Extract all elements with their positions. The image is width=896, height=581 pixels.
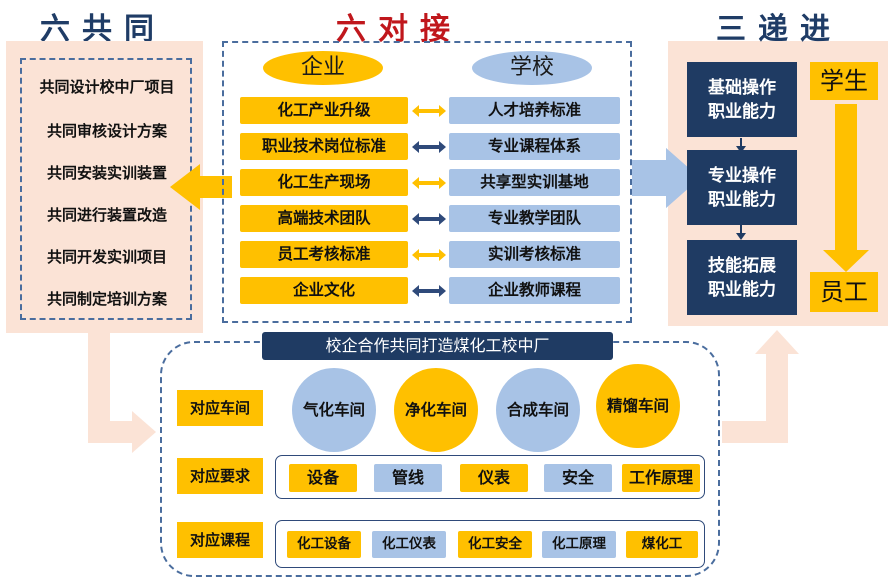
left-item-5: 共同开发实训项目 <box>46 248 167 266</box>
workshop-purification: 净化车间 <box>394 368 478 452</box>
double-arrow-3 <box>412 177 446 189</box>
school-item-6: 企业教师课程 <box>449 277 620 304</box>
left-item-1: 共同设计校中厂项目 <box>39 78 175 96</box>
course-coal-chem: 煤化工 <box>626 531 698 558</box>
req-principle: 工作原理 <box>622 464 700 492</box>
row-label-requirements: 对应要求 <box>177 458 263 494</box>
courses-box <box>275 520 705 568</box>
school-oval: 学校 <box>472 51 592 85</box>
course-chem-safety: 化工安全 <box>458 531 532 558</box>
double-arrow-2 <box>412 141 446 153</box>
student-to-employee-shaft <box>835 104 857 254</box>
school-item-1: 人才培养标准 <box>449 97 620 124</box>
left-connector-vertical <box>88 333 110 443</box>
enterprise-item-4: 高端技术团队 <box>240 205 408 232</box>
school-item-5: 实训考核标准 <box>449 241 620 268</box>
double-arrow-6 <box>412 285 446 297</box>
workshop-gasification: 气化车间 <box>292 368 376 452</box>
left-item-2: 共同审核设计方案 <box>46 122 167 140</box>
course-chem-equipment: 化工设备 <box>287 531 361 558</box>
blue-arrow-overlay <box>632 148 700 208</box>
enterprise-item-3: 化工生产现场 <box>240 169 408 196</box>
left-item-3: 共同安装实训装置 <box>46 164 167 182</box>
requirements-box <box>275 455 705 499</box>
enterprise-item-2: 职业技术岗位标准 <box>240 133 408 160</box>
enterprise-oval: 企业 <box>263 51 383 85</box>
enterprise-item-1: 化工产业升级 <box>240 97 408 124</box>
bottom-banner: 校企合作共同打造煤化工校中厂 <box>262 332 613 360</box>
req-safety: 安全 <box>544 464 612 492</box>
req-instrument: 仪表 <box>460 464 528 492</box>
arrow-down-1 <box>736 146 746 153</box>
left-item-6: 共同制定培训方案 <box>46 290 167 308</box>
row-label-workshops: 对应车间 <box>177 390 263 426</box>
ability-basic: 基础操作 职业能力 <box>687 62 797 137</box>
enterprise-item-5: 员工考核标准 <box>240 241 408 268</box>
row-label-courses: 对应课程 <box>177 522 263 558</box>
right-connector-arrowhead <box>755 330 799 354</box>
left-connector-arrowhead <box>132 411 156 453</box>
school-item-3: 共享型实训基地 <box>449 169 620 196</box>
workshop-synthesis: 合成车间 <box>496 368 580 452</box>
center-frame <box>222 41 632 323</box>
ability-extension: 技能拓展 职业能力 <box>687 240 797 315</box>
double-arrow-5 <box>412 249 446 261</box>
arrow-down-2 <box>736 233 746 240</box>
course-chem-instrument: 化工仪表 <box>372 531 446 558</box>
workshop-distillation: 精馏车间 <box>596 364 680 448</box>
title-three-progression: 三递进 <box>716 12 842 47</box>
school-item-4: 专业教学团队 <box>449 205 620 232</box>
req-equipment: 设备 <box>289 464 357 492</box>
student-box: 学生 <box>810 62 878 100</box>
school-item-2: 专业课程体系 <box>449 133 620 160</box>
course-chem-principle: 化工原理 <box>542 531 616 558</box>
left-item-4: 共同进行装置改造 <box>46 206 167 224</box>
ability-professional: 专业操作 职业能力 <box>687 150 797 225</box>
double-arrow-4 <box>412 213 446 225</box>
gold-arrow-overlay <box>170 164 232 210</box>
double-arrow-1 <box>412 105 446 117</box>
employee-box: 员工 <box>810 272 878 312</box>
right-connector-vertical <box>766 352 788 443</box>
student-to-employee-head <box>823 250 869 272</box>
enterprise-item-6: 企业文化 <box>240 277 408 304</box>
left-connector-horizontal <box>88 421 134 443</box>
req-pipeline: 管线 <box>374 464 442 492</box>
